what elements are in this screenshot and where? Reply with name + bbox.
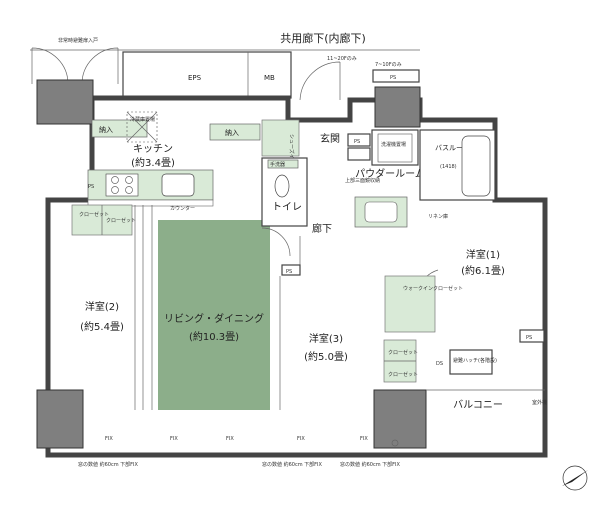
bathtub [461,135,491,197]
corridor-label: 共用廊下(内廊下) [280,31,366,45]
fix-label-5: FIX [360,436,368,442]
mb-label: MB [264,74,275,82]
room1-size: (約6.1畳) [461,264,505,277]
toilet-label: トイレ [272,202,302,213]
door-note-1: 11~20Fのみ [327,56,357,62]
shelf-label: 上部三面鏡収納 [345,177,380,184]
intake-right [209,123,261,141]
evacuation-hatch [449,349,493,375]
closet-label-3b: クローゼット [388,371,418,378]
room1-label: 洋室(1) [466,248,500,261]
closet-label-2a: クローゼット [79,211,109,218]
hall-label: 廊下 [312,222,332,235]
door-note-2: 7~10Fのみ [375,62,402,68]
cooktop [105,173,139,197]
walkin-label: ウォークインクローゼット [403,285,463,292]
room2-size: (約5.4畳) [80,320,124,333]
washer-label: 洗濯機置場 [381,141,406,148]
ps-hall-label: PS [286,269,292,275]
living-label: リビング・ダイニング [164,312,264,325]
room2-label: 洋室(2) [85,300,119,313]
hand-wash-label: 手洗器 [270,161,285,168]
fix-label-1: FIX [105,436,113,442]
kitchen-label: キッチン [133,143,173,155]
north-arrow-icon [562,465,588,491]
bath-label: バスルーム [435,144,470,152]
closet-label-3a: クローゼット [388,349,418,356]
balcony-label: バルコニー [453,399,503,411]
walkin-closet [384,275,436,333]
living-size: (約10.3畳) [189,330,239,343]
column-se [373,389,427,449]
bath-size: (1418) [440,164,457,170]
sash-note-2: 窓の数値 約60cm 下部FIX [262,461,323,468]
ps-room1-label: PS [526,335,532,341]
intake-left [91,119,148,138]
intake-label-2: 納入 [225,128,239,137]
toilet-fixture [274,174,290,198]
fix-label-2: FIX [170,436,178,442]
powder-label: パウダールーム [355,167,425,180]
entrance-label: 玄関 [320,132,340,145]
fridge-label: 冷蔵庫置場 [130,116,155,123]
eps-label: EPS [188,74,202,82]
living-dining-area [158,220,270,410]
column-ne [374,86,421,128]
ac-label: 室外機 [532,399,547,406]
shoe-closet [261,119,300,157]
column-nw [36,79,94,125]
room3-size: (約5.0畳) [304,350,348,363]
kitchen-sink [161,173,195,197]
room3-label: 洋室(3) [309,332,343,345]
ps-top-label: PS [390,75,396,81]
emergency-door-label: 非常時避難扉入戸 [58,37,98,44]
ps-entrance-label: PS [354,139,360,145]
sash-note-3: 窓の数値 約60cm 下部FIX [340,461,401,468]
intake-label-1: 納入 [99,125,113,134]
ds-label: DS [436,361,443,367]
counter-label: カウンター [170,205,195,212]
kitchen-size: (約3.4畳) [131,156,175,169]
linen-label: リネン庫 [428,213,448,220]
ps-kitchen-label: PS [88,184,94,190]
closet-label-2b: クローゼット [106,217,136,224]
fix-label-4: FIX [297,436,305,442]
sash-note-1: 窓の数値 約60cm 下部FIX [78,461,139,468]
fix-label-3: FIX [226,436,234,442]
hatch-label: 避難ハッチ(各階設) [453,357,497,364]
column-sw [36,389,84,449]
